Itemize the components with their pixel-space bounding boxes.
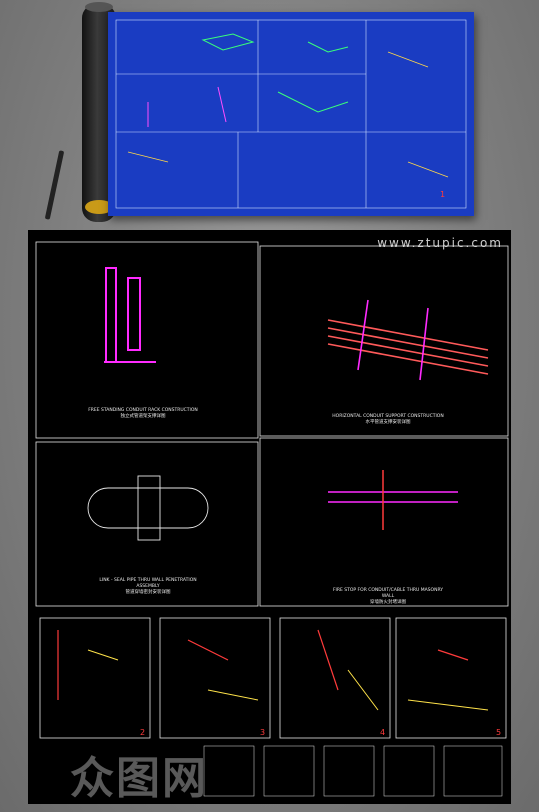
- roll-cap-top: [85, 2, 113, 12]
- firestop-title-cn: 穿墙防火封堵详图: [370, 600, 406, 605]
- firestop-title: FIRE STOP FOR CONDUIT/CABLE THRU MASONRY…: [328, 588, 448, 606]
- horizontal-title-cn: 水平管道支撑安装详图: [365, 420, 411, 425]
- horizontal-title: HORIZONTAL CONDUIT SUPPORT CONSTRUCTION …: [328, 414, 448, 426]
- rack-title-cn: 独立式管道架支撑详图: [120, 414, 166, 419]
- cad-overview: www.ztupic.com: [28, 230, 511, 804]
- sheet-2: 2: [140, 728, 146, 737]
- brand-watermark: www.ztupic.com: [377, 236, 503, 250]
- sheet-5: 5: [496, 728, 502, 737]
- horizontal-title-en: HORIZONTAL CONDUIT SUPPORT CONSTRUCTION: [332, 414, 444, 419]
- sheet-3: 3: [260, 728, 266, 737]
- linkseal-title-cn: 管道穿墙密封安装详图: [125, 590, 171, 595]
- linkseal-title-en: LINK - SEAL PIPE THRU WALL PENETRATION A…: [99, 578, 197, 589]
- blueprint-sheet: 1: [108, 12, 474, 216]
- cad-frames: [35, 241, 509, 797]
- rack-title-en: FREE STANDING CONDUIT RACK CONSTRUCTION: [88, 408, 198, 413]
- rack-title: FREE STANDING CONDUIT RACK CONSTRUCTION …: [68, 408, 218, 420]
- sheet-4: 4: [380, 728, 386, 737]
- watermark-logo: 众图网: [70, 753, 208, 804]
- blueprint-drawing: [115, 19, 467, 209]
- blueprint-sheet-number: 1: [440, 190, 446, 199]
- roll-cap-bottom: [85, 200, 113, 214]
- linkseal-title: LINK - SEAL PIPE THRU WALL PENETRATION A…: [88, 578, 208, 596]
- firestop-title-en: FIRE STOP FOR CONDUIT/CABLE THRU MASONRY…: [332, 588, 444, 599]
